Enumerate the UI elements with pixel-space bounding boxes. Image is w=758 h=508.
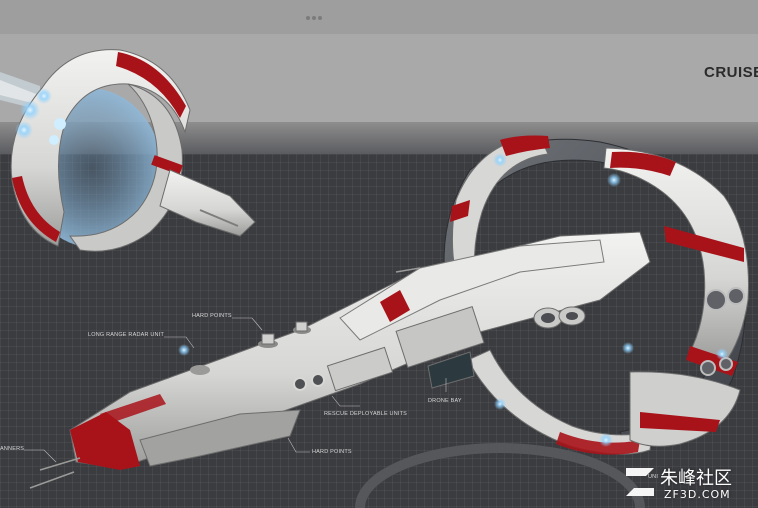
hull-number: 22 [106,428,119,440]
label-scanners: ANNERS [0,446,25,452]
main-cruiser [29,135,749,489]
zf3d-logo-icon [626,468,654,496]
label-rescue-units: RESCUE DEPLOYABLE UNITS [324,411,408,417]
callout-leaders [24,317,447,463]
watermark-domain: ZF3D.COM [664,488,731,501]
label-hard-points-top: HARD POINTS [192,313,232,319]
label-drone-bay: DRONE BAY [428,398,462,404]
drag-handle-dots [306,16,322,20]
label-hard-points-bottom: HARD POINTS [312,449,352,455]
label-units-fragment: UNI [648,474,659,480]
watermark-cn: 朱峰社区 [660,468,732,489]
label-long-range-radar: LONG RANGE RADAR UNIT [88,332,165,338]
thruster-pods [533,306,586,329]
floor-arc [355,443,645,508]
sheet-title: CRUISEI [704,64,758,81]
top-strip [0,0,758,34]
secondary-cruiser [0,49,256,252]
